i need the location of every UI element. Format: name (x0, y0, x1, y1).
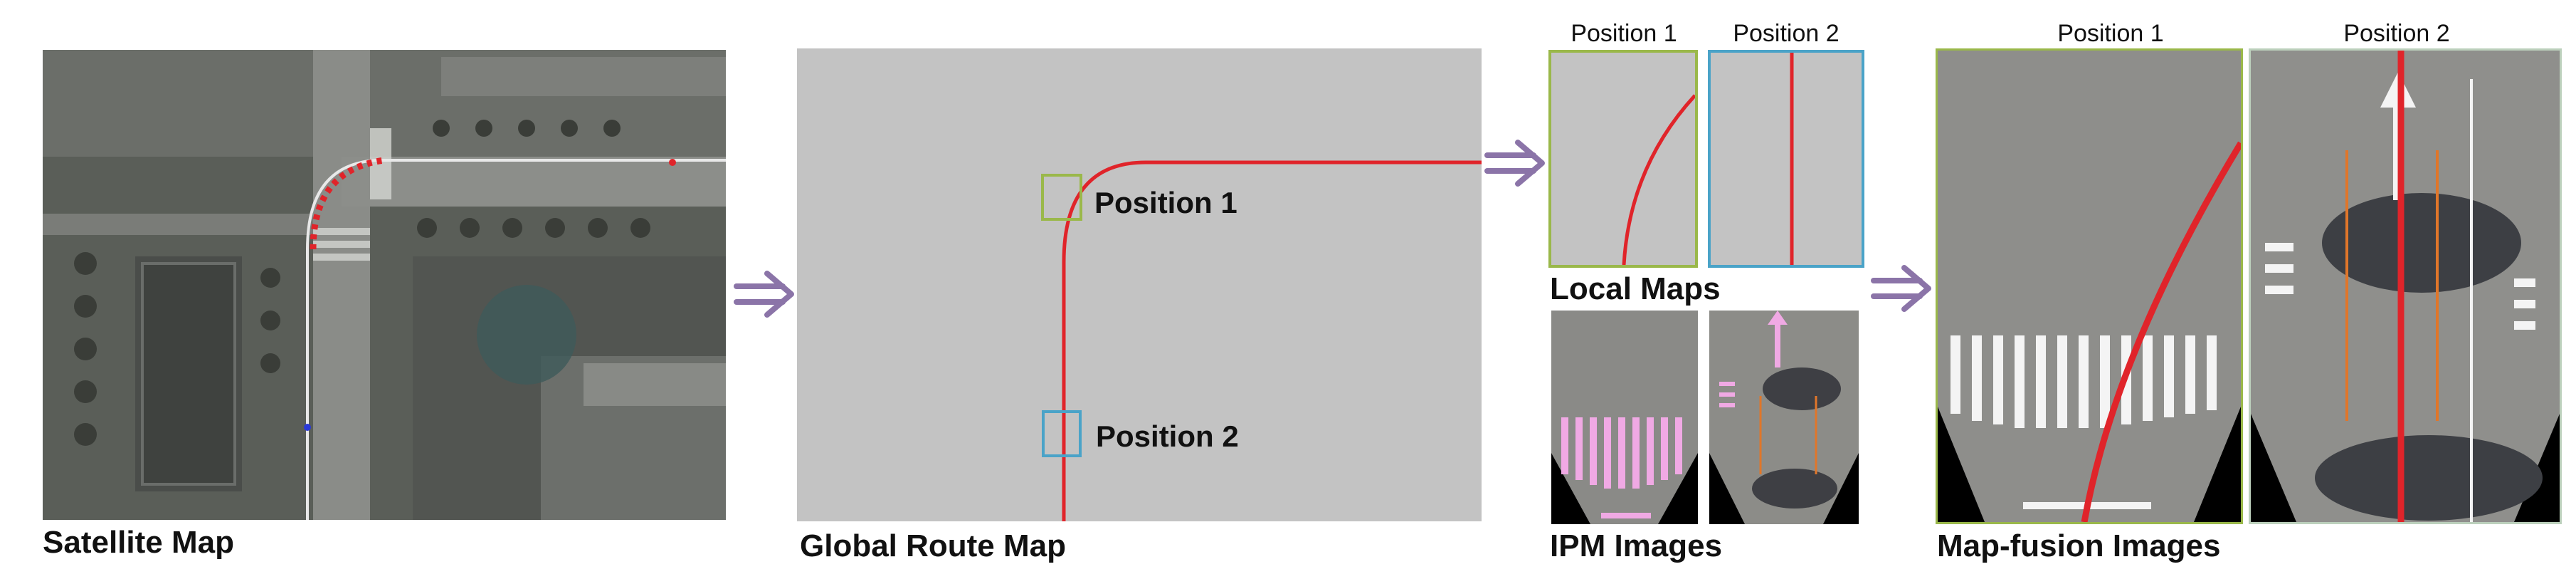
satellite-map-caption: Satellite Map (43, 525, 234, 560)
map-fusion-caption: Map-fusion Images (1937, 528, 2221, 563)
position-2-box (1042, 410, 1082, 457)
global-route-map-caption: Global Route Map (800, 528, 1066, 563)
global-route-map (797, 48, 1482, 521)
local-map-title-2: Position 2 (1733, 20, 1839, 47)
local-map-title-1: Position 1 (1571, 20, 1677, 47)
ipm-image-position-1 (1551, 311, 1698, 524)
satellite-map-image (43, 50, 726, 520)
position-1-label: Position 1 (1094, 186, 1237, 219)
position-1-box (1041, 174, 1082, 221)
satellite-map (43, 50, 726, 520)
position-2-label: Position 2 (1096, 419, 1239, 453)
double-arrow-icon (734, 271, 794, 318)
double-arrow-icon (1484, 140, 1545, 187)
local-map-position-2 (1708, 50, 1864, 268)
local-maps-caption: Local Maps (1550, 271, 1721, 306)
fusion-image-position-1 (1936, 48, 2243, 524)
global-route-drawing (1041, 160, 1482, 521)
ipm-images-caption: IPM Images (1550, 528, 1723, 563)
local-map-position-1 (1548, 50, 1698, 268)
double-arrow-icon (1871, 265, 1931, 312)
ipm-image-position-2 (1709, 311, 1859, 524)
fusion-image-position-2 (2249, 48, 2562, 524)
fusion-title-2: Position 2 (2343, 20, 2450, 47)
fusion-title-1: Position 1 (2057, 20, 2164, 47)
